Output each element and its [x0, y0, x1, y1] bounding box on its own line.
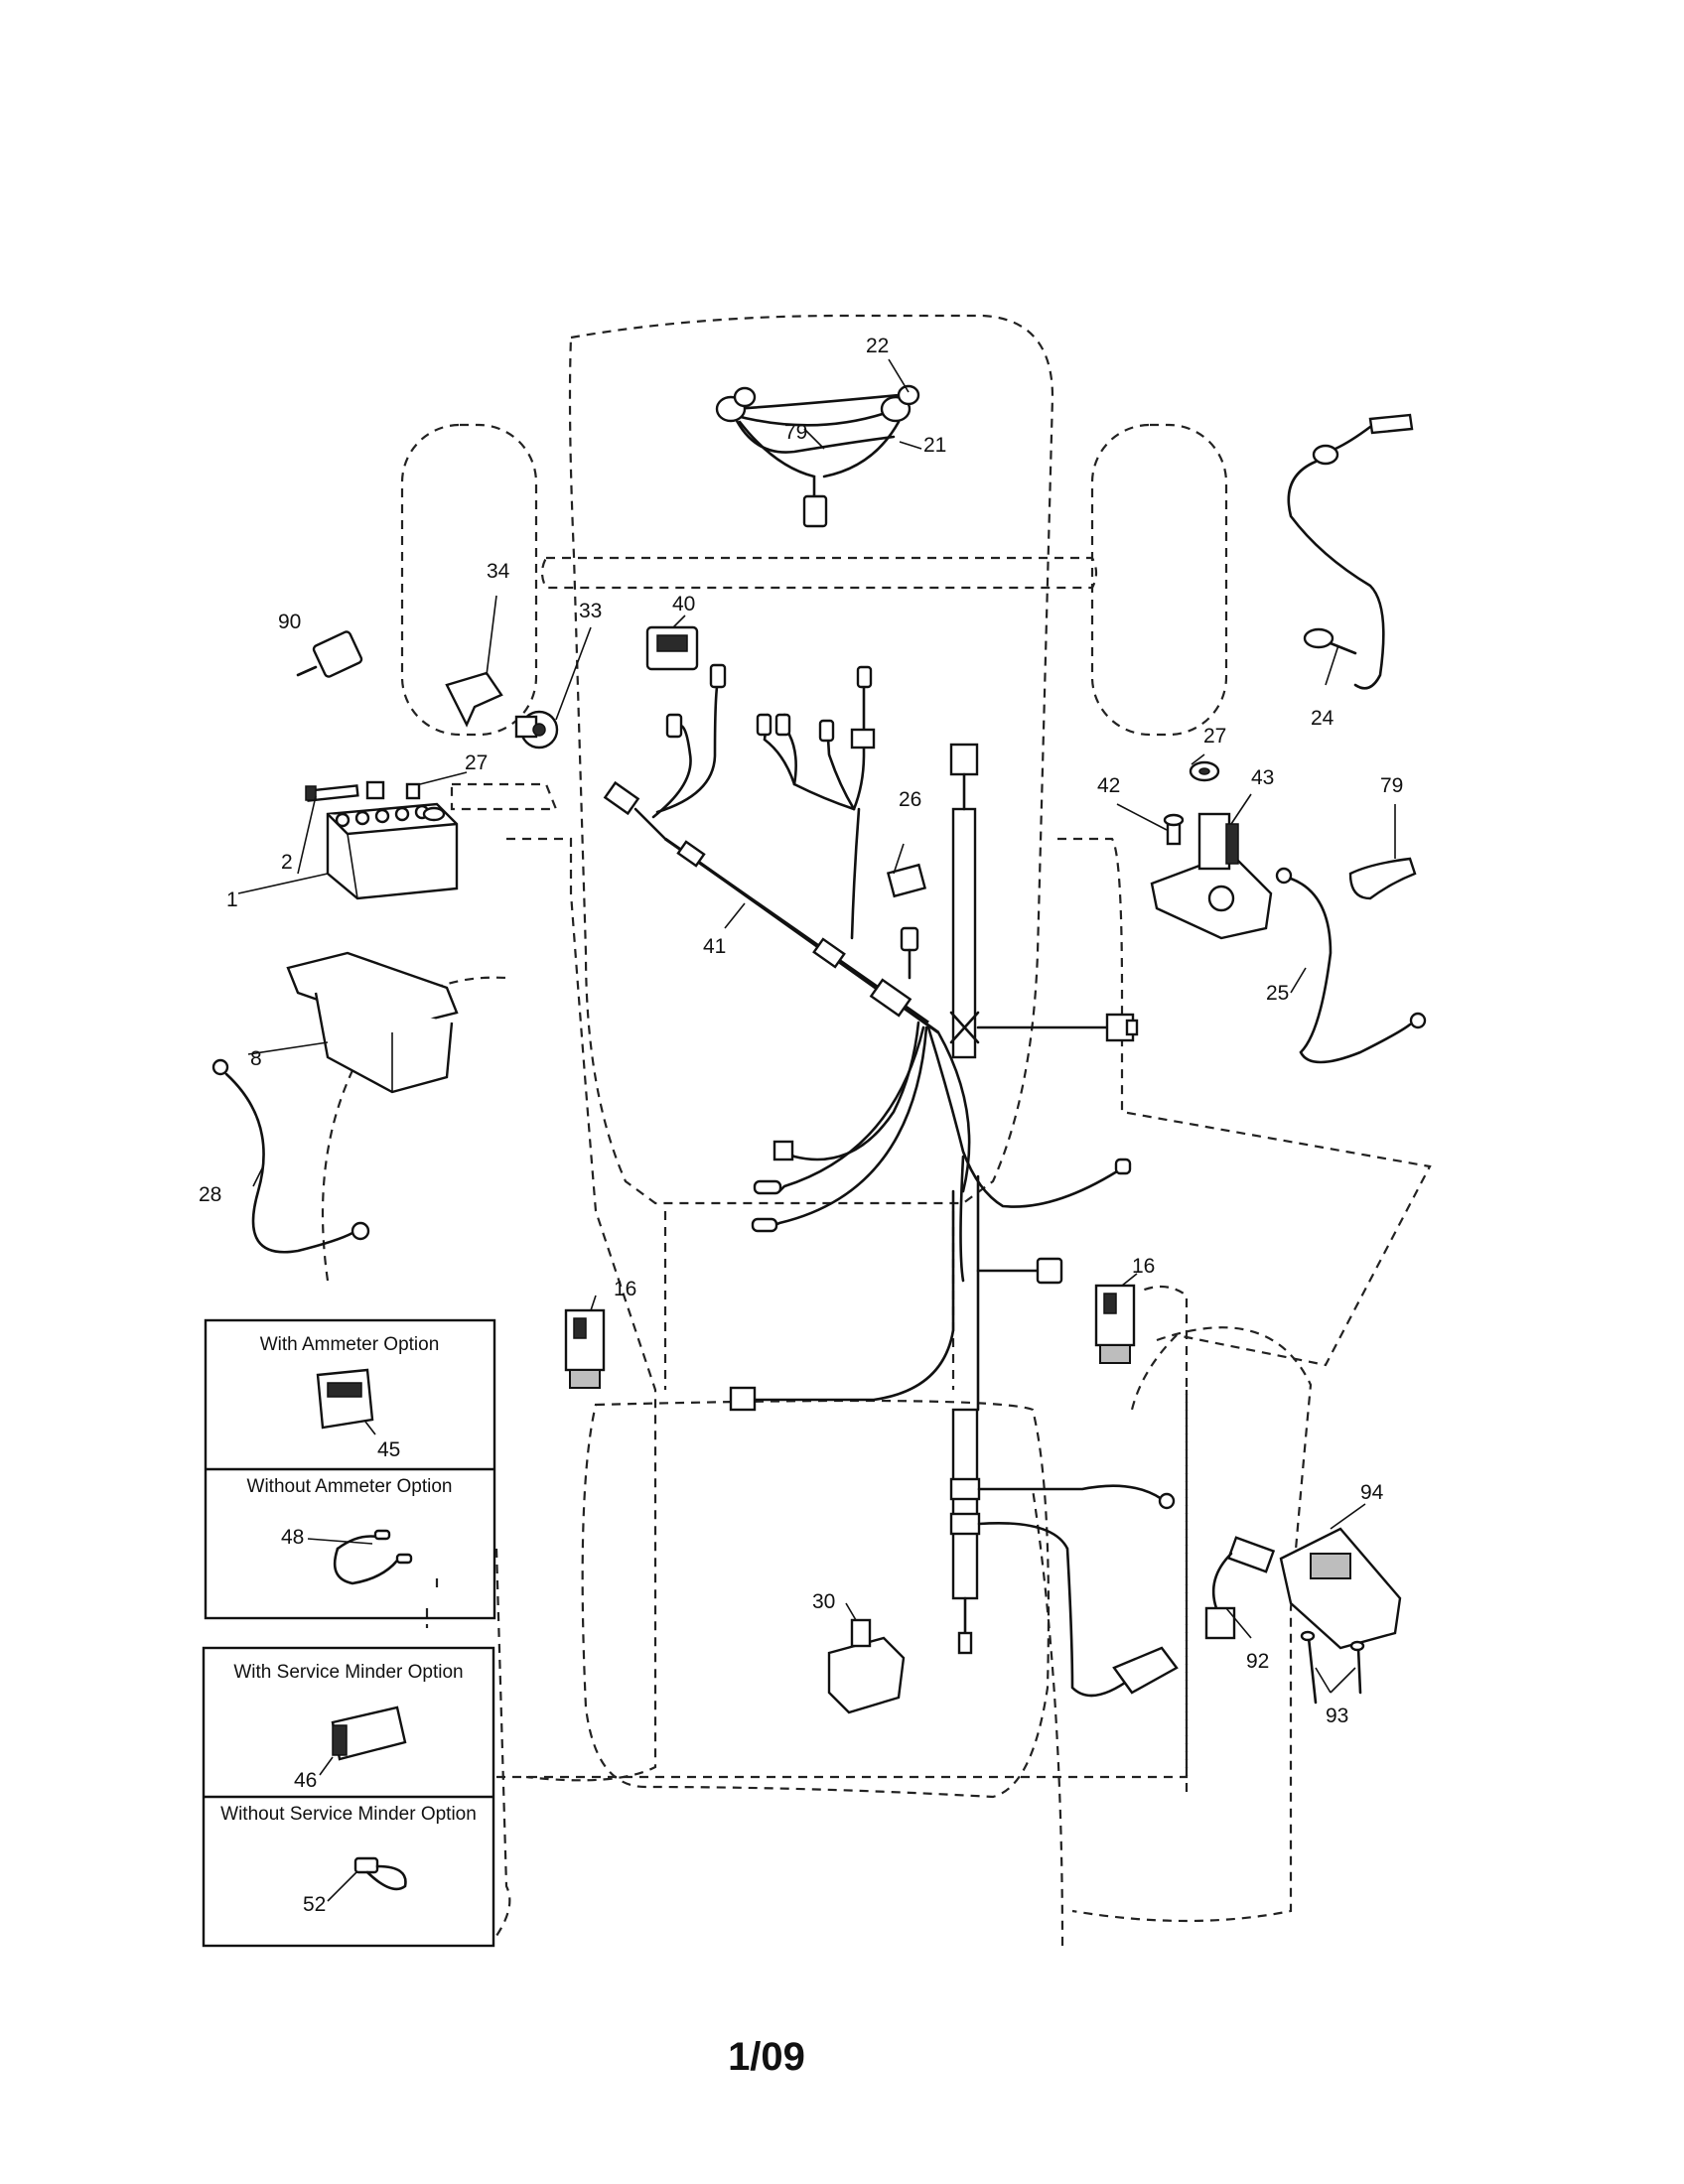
part-48-jumper: [307, 1529, 413, 1585]
service-minder-option-box: With Service Minder Option 46 Without Se…: [202, 1646, 495, 1948]
part-16-switch-left: [564, 1308, 606, 1389]
part-33-key: [445, 671, 503, 728]
callout-25: 25: [1266, 982, 1289, 1005]
leader-lines: [237, 358, 1396, 1694]
callout-48: 48: [281, 1526, 304, 1549]
callout-21: 21: [923, 434, 946, 457]
callout-94: 94: [1360, 1481, 1384, 1504]
part-29-seat-switch: [827, 1618, 906, 1714]
part-8-battery-tray: [286, 951, 459, 1094]
callout-24: 24: [1311, 707, 1334, 730]
callout-79: 79: [784, 421, 807, 444]
callout-90: 90: [278, 611, 301, 633]
part-90-connector: [296, 630, 363, 678]
callout-29: 30: [812, 1590, 835, 1613]
callout-1: 1: [226, 888, 238, 911]
option-title-with-ammeter: With Ammeter Option: [260, 1334, 440, 1355]
part-30-ignition-switch: [514, 710, 559, 750]
callout-26: 26: [899, 788, 921, 811]
part-28-ground-cable: [211, 1058, 370, 1254]
part-16-switch-right: [1094, 1284, 1136, 1364]
callout-92: 92: [1246, 1650, 1269, 1673]
callout-8: 8: [250, 1047, 262, 1070]
part-1-battery: [326, 802, 459, 900]
callout-34: 40: [672, 593, 695, 615]
part-34-switch: [645, 625, 699, 671]
option-title-with-service-minder: With Service Minder Option: [233, 1662, 463, 1683]
callout-93: 93: [1326, 1705, 1348, 1727]
option-title-without-service-minder: Without Service Minder Option: [220, 1804, 477, 1825]
main-wiring-harness: [603, 663, 1176, 1698]
callout-45: 45: [377, 1438, 400, 1461]
callout-22: 22: [866, 335, 889, 357]
page-label: 1/09: [728, 2035, 805, 2079]
callout-40: 41: [703, 935, 726, 958]
part-42-terminal-boot: [1348, 857, 1417, 900]
headlight-assembly: [715, 384, 920, 528]
part-94-module: [1279, 1527, 1402, 1650]
part-93-screws: [1300, 1630, 1365, 1705]
callout-27-left: 27: [465, 751, 488, 774]
part-46-service-minder: [319, 1706, 407, 1776]
callout-27-right: 27: [1203, 725, 1226, 748]
callout-42: 79: [1380, 774, 1403, 797]
part-41-bolt: [1163, 813, 1185, 846]
part-27-nut-right: [1189, 760, 1220, 782]
callout-numbers: 22 21 79 34 33 40 90 27 2 1 8 28 41 26 2…: [199, 335, 1403, 1727]
part-2-bolt: [305, 784, 359, 802]
part-27-nut-left: [365, 780, 421, 800]
part-25-cable: [1275, 867, 1427, 1064]
part-26-fuse: [886, 863, 927, 898]
callout-41: 42: [1097, 774, 1120, 797]
option-title-without-ammeter: Without Ammeter Option: [247, 1476, 453, 1497]
part-45-ammeter: [316, 1368, 376, 1435]
callout-16-right: 16: [1132, 1255, 1155, 1278]
callout-2: 2: [281, 851, 293, 874]
rear-connector: [1112, 1646, 1179, 1695]
callout-16-left: 16: [614, 1278, 636, 1300]
part-43-solenoid: [1150, 812, 1273, 940]
callout-33: 34: [487, 560, 510, 583]
callout-46: 46: [294, 1769, 317, 1792]
callout-43: 43: [1251, 766, 1274, 789]
callout-30: 33: [579, 600, 602, 622]
part-52-plug: [327, 1856, 407, 1902]
callout-28: 28: [199, 1183, 221, 1206]
part-92-harness: [1204, 1536, 1276, 1640]
ammeter-option-box: With Ammeter Option 45 Without Ammeter O…: [204, 1318, 496, 1620]
callout-52: 52: [303, 1893, 326, 1916]
part-24-battery-cable: [1287, 413, 1414, 690]
